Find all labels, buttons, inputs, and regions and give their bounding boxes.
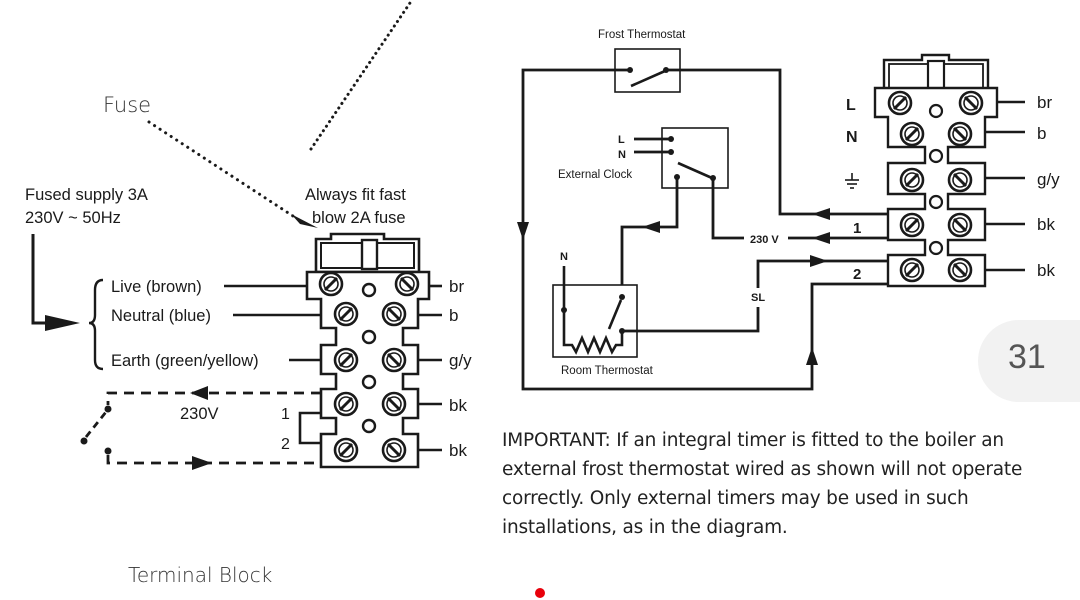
terminal-number-1: 1 <box>281 406 290 423</box>
supply-label-line1: Fused supply 3A <box>25 186 148 204</box>
switch-voltage-label: 230V <box>180 405 219 423</box>
left-terminal-diagram: Fuse Fused supply 3A 230V ~ 50Hz Always … <box>25 0 472 587</box>
wire-label-neutral: Neutral (blue) <box>111 307 211 325</box>
arrow-left <box>190 386 208 400</box>
note-heading: IMPORTANT: <box>502 430 611 451</box>
switched-live-wire <box>622 307 760 333</box>
right-code-bk-2: bk <box>1037 261 1055 280</box>
code-b: b <box>449 306 458 325</box>
room-thermostat-label: Room Thermostat <box>561 365 654 377</box>
clock-to-room-thermostat <box>620 177 679 297</box>
fuse-label: Fuse <box>103 93 151 117</box>
code-bk-2: bk <box>449 441 467 460</box>
switch-wire-top <box>106 391 321 405</box>
right-code-b: b <box>1037 124 1046 143</box>
supply-arrow-line <box>31 234 55 325</box>
frost-thermostat-label: Frost Thermostat <box>598 29 686 41</box>
frost-loop-wire <box>521 68 888 391</box>
terminal-number-2: 2 <box>281 436 290 453</box>
right-terminal-block <box>873 53 999 288</box>
fuse-note-line1: Always fit fast <box>305 186 406 204</box>
fuse-leader-line <box>147 120 298 220</box>
terminal-N-label: N <box>846 129 858 146</box>
important-note: IMPORTANT: If an integral timer is fitte… <box>502 426 1062 542</box>
frost-to-terminal-1 <box>666 68 888 216</box>
switch-wire-bottom <box>106 455 321 465</box>
right-code-bk-1: bk <box>1037 215 1055 234</box>
right-code-gy: g/y <box>1037 170 1060 189</box>
page-number-tab <box>978 320 1080 402</box>
sl-label: SL <box>751 292 765 304</box>
supply-label-line2: 230V ~ 50Hz <box>25 209 121 227</box>
clock-L-label: L <box>618 134 625 146</box>
arrow-right <box>192 456 212 470</box>
wire-group-brace <box>88 278 104 371</box>
voltage-230v-label: 230 V <box>750 234 779 246</box>
terminal-1-label: 1 <box>853 220 861 237</box>
terminal-link <box>298 411 321 445</box>
page-number: 31 <box>1008 338 1046 376</box>
right-wiring-diagram: Frost Thermostat L N External Clock 230 … <box>517 29 1060 391</box>
left-terminal-block <box>305 232 431 469</box>
supply-arrow-head <box>45 315 80 331</box>
note-text: If an integral timer is fitted to the bo… <box>502 430 1023 538</box>
wire-label-live: Live (brown) <box>111 278 202 296</box>
wire-label-earth: Earth (green/yellow) <box>111 352 259 370</box>
room-N-label: N <box>560 251 568 263</box>
external-clock-label: External Clock <box>558 169 632 181</box>
top-leader-line <box>309 0 414 151</box>
right-code-br: br <box>1037 93 1052 112</box>
switch-blade <box>84 411 108 438</box>
page-marker-dot <box>535 588 545 598</box>
fuse-note-line2: blow 2A fuse <box>312 209 406 227</box>
fuse-leader-arrow <box>291 214 318 228</box>
code-br: br <box>449 277 464 296</box>
terminal-block-caption: Terminal Block <box>128 563 272 587</box>
terminal-L-label: L <box>846 97 856 114</box>
earth-icon <box>845 173 859 189</box>
terminal-2-label: 2 <box>853 266 861 283</box>
clock-to-230v <box>711 178 744 240</box>
code-bk-1: bk <box>449 396 467 415</box>
code-gy: g/y <box>449 351 472 370</box>
clock-N-label: N <box>618 149 626 161</box>
